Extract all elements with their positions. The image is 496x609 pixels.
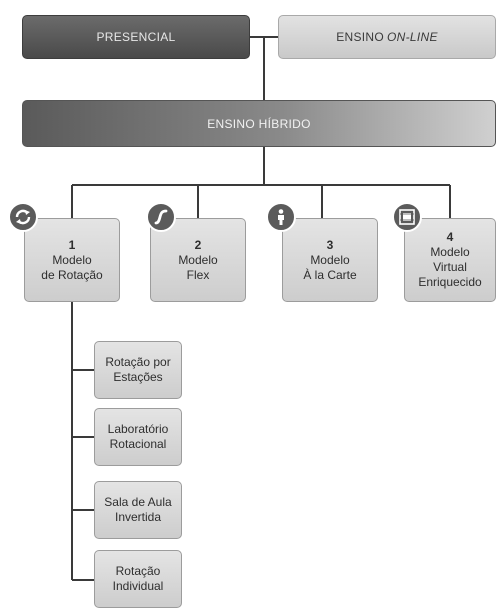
hybrid-box: ENSINO HÍBRIDO <box>22 100 496 147</box>
model-3-line2: À la Carte <box>303 267 357 282</box>
flex-icon <box>146 202 176 232</box>
model-1-box: 1 Modelo de Rotação <box>24 218 120 302</box>
submodel-1-line2: Estações <box>113 370 163 384</box>
rotation-icon <box>8 202 38 232</box>
person-icon <box>266 202 296 232</box>
submodel-rotacao-estacoes: Rotação por Estações <box>94 341 182 399</box>
submodel-rotacao-individual: Rotação Individual <box>94 550 182 608</box>
submodel-3-line1: Sala de Aula <box>104 495 172 509</box>
model-2-line1: Modelo <box>178 252 218 267</box>
model-4-line3: Enriquecido <box>418 275 482 289</box>
model-1-line2: de Rotação <box>41 267 103 282</box>
model-2-line2: Flex <box>186 267 210 282</box>
hybrid-label: ENSINO HÍBRIDO <box>207 116 311 131</box>
submodel-2-line1: Laboratório <box>107 422 169 436</box>
model-4-number: 4 <box>446 230 454 244</box>
submodel-2-line2: Rotacional <box>109 437 167 451</box>
submodel-laboratorio-rotacional: Laboratório Rotacional <box>94 408 182 466</box>
model-1-line1: Modelo <box>52 252 92 267</box>
model-4-line1: Modelo <box>430 245 470 259</box>
model-3-box: 3 Modelo À la Carte <box>282 218 378 302</box>
submodel-1-line1: Rotação por <box>105 355 171 369</box>
model-1-number: 1 <box>68 237 76 252</box>
presencial-box: PRESENCIAL <box>22 15 250 59</box>
submodel-4-line2: Individual <box>112 579 164 593</box>
model-3-line1: Modelo <box>310 252 350 267</box>
submodel-sala-aula-invertida: Sala de Aula Invertida <box>94 481 182 539</box>
model-2-box: 2 Modelo Flex <box>150 218 246 302</box>
model-2-number: 2 <box>194 237 202 252</box>
model-4-line2: Virtual <box>433 260 467 274</box>
submodel-4-line1: Rotação <box>115 564 161 578</box>
online-label-italic: ON-LINE <box>387 30 438 44</box>
presencial-label: PRESENCIAL <box>96 30 176 44</box>
model-4-box: 4 Modelo Virtual Enriquecido <box>404 218 496 302</box>
model-3-number: 3 <box>326 237 334 252</box>
online-box: ENSINO ON-LINE <box>278 15 496 59</box>
submodel-3-line2: Invertida <box>114 510 162 524</box>
layers-icon <box>392 202 422 232</box>
online-label-prefix: ENSINO <box>336 30 385 44</box>
